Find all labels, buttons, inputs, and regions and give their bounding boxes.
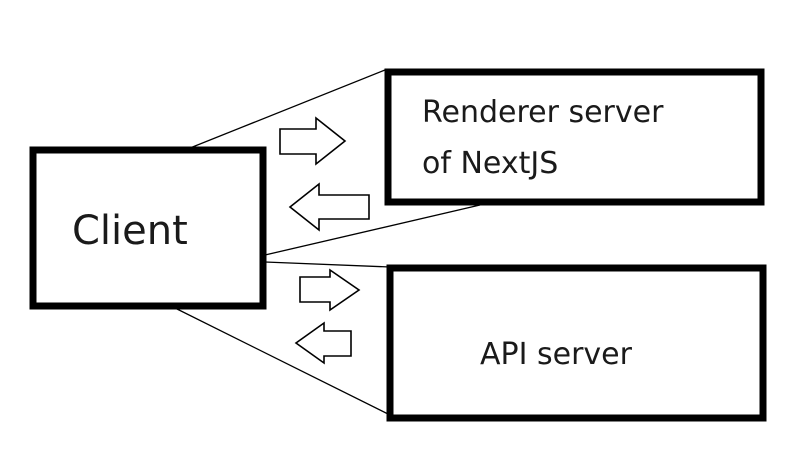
client-node: Client: [29, 146, 267, 310]
renderer-server-node: Renderer server of NextJS: [384, 68, 765, 206]
api-server-box: [386, 264, 767, 422]
client-box: [29, 146, 267, 310]
response-arrow-from-renderer: [288, 182, 370, 232]
request-arrow-to-api: [299, 268, 361, 312]
client-label: Client: [72, 208, 188, 254]
renderer-server-label-line1: Renderer server: [422, 95, 664, 130]
renderer-server-box: [384, 68, 765, 206]
renderer-server-label-line2: of NextJS: [422, 146, 558, 181]
api-server-node: API server: [386, 264, 767, 422]
connector-client-renderer-bottom: [264, 204, 481, 256]
response-arrow-from-api: [294, 321, 352, 365]
connector-lines: [174, 69, 481, 416]
connector-client-api-top: [264, 261, 391, 268]
api-server-label: API server: [480, 337, 633, 372]
request-arrow-to-renderer: [279, 116, 347, 166]
connector-client-renderer-top: [189, 69, 386, 149]
connector-client-api-bottom: [174, 307, 391, 416]
